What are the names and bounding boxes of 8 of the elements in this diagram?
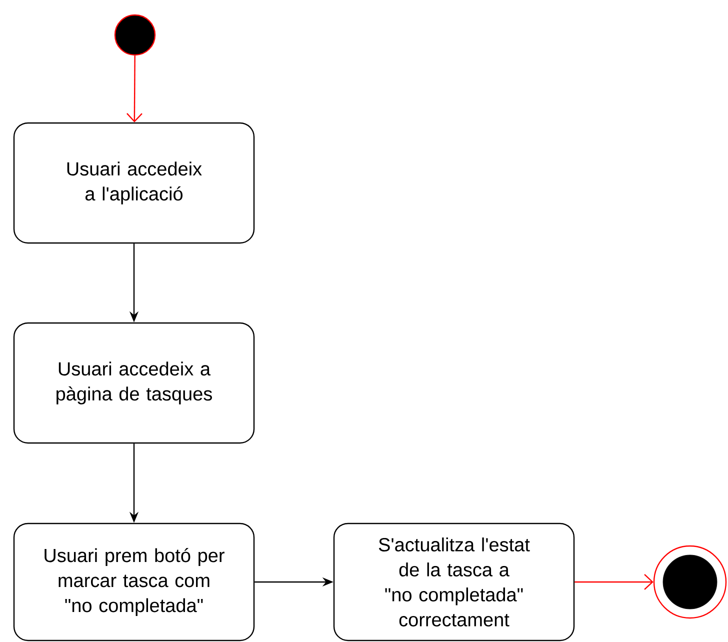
arrow [126, 56, 142, 122]
activity-box: Usuari prem botó per marcar tasca com "no completada" [13, 522, 255, 642]
activity-box: Usuari accedeix a pàgina de tasques [13, 322, 255, 444]
end-node [653, 545, 727, 619]
activity-box: Usuari accedeix a l'aplicació [13, 122, 255, 244]
start-node [114, 14, 156, 56]
activity-box: S'actualitza l'estat de la tasca a "no completada" correctament [333, 522, 575, 642]
arrow [574, 574, 654, 590]
